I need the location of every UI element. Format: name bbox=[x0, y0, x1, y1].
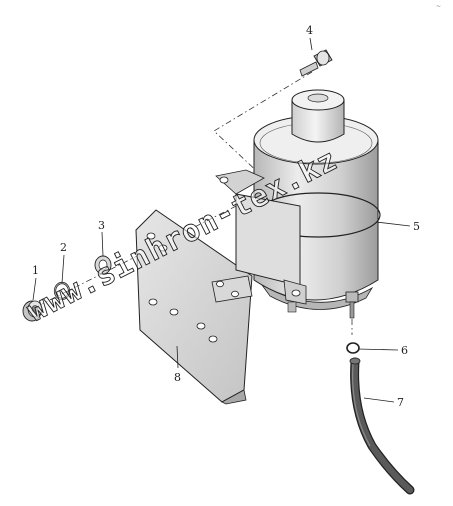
corner-mark: ~ bbox=[436, 3, 441, 10]
mounting-bracket bbox=[135, 209, 253, 405]
callout-7: 7 bbox=[397, 396, 404, 409]
leader-lines bbox=[32, 37, 411, 403]
fluid-reservoir bbox=[215, 115, 381, 319]
callout-5: 5 bbox=[413, 220, 420, 233]
reservoir-cap bbox=[291, 89, 345, 143]
assembly-centerlines bbox=[37, 71, 353, 335]
callout-1: 1 bbox=[32, 264, 39, 277]
callout-4: 4 bbox=[306, 24, 313, 37]
o-ring bbox=[346, 342, 360, 354]
callout-8: 8 bbox=[174, 371, 181, 384]
callout-2: 2 bbox=[60, 241, 67, 254]
callout-3: 3 bbox=[98, 219, 105, 232]
nut bbox=[22, 300, 43, 322]
hose bbox=[349, 357, 415, 495]
bolt bbox=[299, 49, 333, 77]
callout-6: 6 bbox=[401, 344, 408, 357]
